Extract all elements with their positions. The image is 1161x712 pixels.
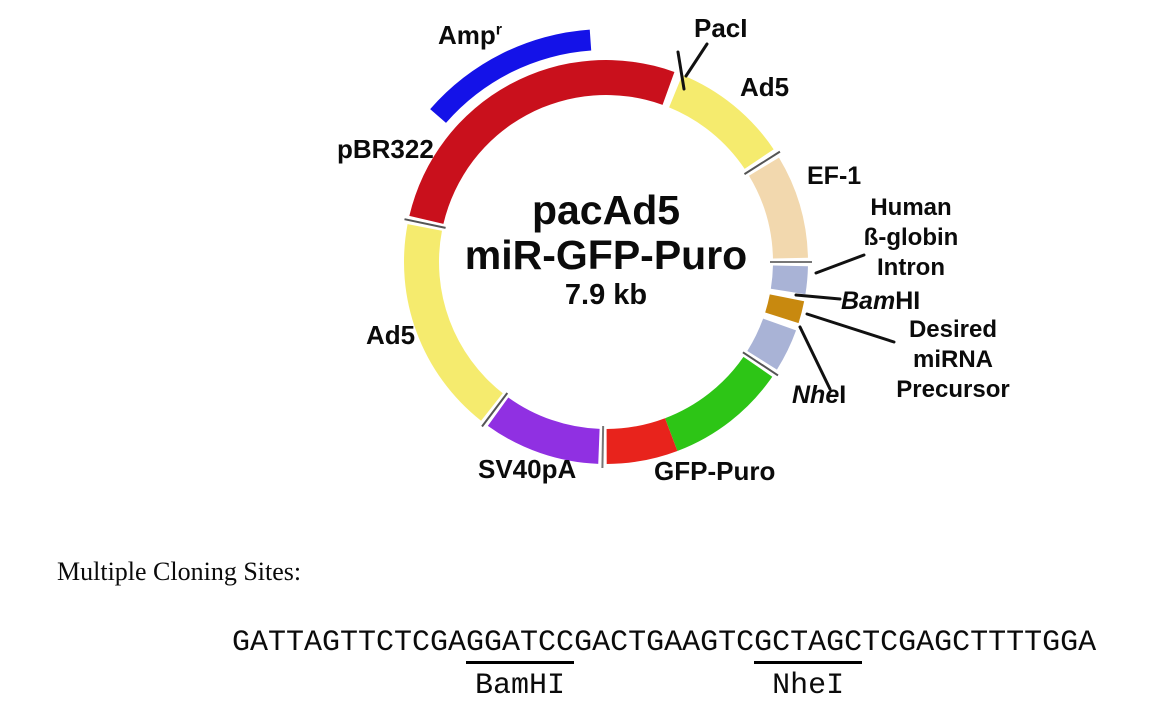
- segment-GFP-Puro: [665, 356, 773, 451]
- ad5-right-label: Ad5: [740, 72, 790, 102]
- segment-Amp-r: [430, 29, 592, 123]
- segment-globin-intron-b: [747, 318, 797, 370]
- mirna-line: [805, 312, 896, 344]
- desired-mirna-precursor-label: Desired miRNA Precursor: [873, 315, 1033, 405]
- mirna-label-line3: Precursor: [896, 376, 1010, 403]
- mirna-label-line2: miRNA: [912, 346, 993, 373]
- ef1-label: EF-1: [807, 162, 862, 190]
- segment-SV40pA: [487, 397, 600, 464]
- intron-line: [814, 253, 866, 275]
- seq-bamhi-site: GGATCC: [466, 626, 575, 664]
- paci-tick: [676, 50, 686, 91]
- junction-tick: [404, 218, 446, 229]
- human-bglobin-intron-label: Human ß-globin Intron: [846, 193, 976, 283]
- nhei-line: [798, 325, 832, 391]
- bamhi-sequence-label: BamHI: [475, 669, 566, 703]
- amp-resistance-label: Ampr: [438, 20, 503, 50]
- plasmid-name-line2: miR-GFP-Puro: [464, 232, 748, 278]
- junction-tick: [742, 351, 779, 377]
- globin-label-line1: Human: [870, 194, 952, 221]
- pbr322-label: pBR322: [337, 134, 434, 164]
- plasmid-map-svg: [404, 29, 896, 468]
- plasmid-name-line1: pacAd5: [531, 187, 681, 233]
- mirna-label-line1: Desired: [908, 316, 998, 343]
- bamhi-site-label: BamHI: [841, 287, 921, 315]
- seq-part-1: GATTAGTTCTCGA: [232, 626, 467, 660]
- paci-line: [684, 42, 709, 78]
- sv40pa-label: SV40pA: [478, 454, 577, 484]
- junction-tick: [481, 392, 509, 428]
- segment-globin-intron-a: [770, 265, 808, 295]
- globin-label-line2: ß-globin: [863, 224, 959, 251]
- site-labels-row: BamHI NheI: [232, 669, 1096, 703]
- plasmid-title: pacAd5 miR-GFP-Puro 7.9 kb: [406, 188, 806, 313]
- segment-red-segment: [606, 418, 678, 464]
- seq-part-3: TCGAGCTTTTGGA: [862, 626, 1097, 660]
- gfp-puro-label: GFP-Puro: [654, 456, 776, 486]
- nhei-site-label: NheI: [792, 381, 847, 409]
- bamhi-line: [794, 293, 842, 301]
- seq-nhei-site: GCTAGC: [754, 626, 863, 664]
- globin-label-line3: Intron: [877, 254, 945, 281]
- plasmid-size: 7.9 kb: [564, 279, 648, 311]
- nhei-sequence-label: NheI: [772, 669, 845, 703]
- segment-pBR322: [409, 59, 675, 224]
- seq-part-2: GACTGAAGTC: [574, 626, 755, 660]
- paci-site-label: PacI: [694, 13, 748, 43]
- segment-Ad5-right: [669, 74, 774, 169]
- segment-Ad5-left: [404, 224, 503, 421]
- mcs-sequence-block: GATTAGTTCTCGAGGATCCGACTGAAGTCGCTAGCTCGAG…: [232, 626, 1096, 703]
- junction-tick: [743, 150, 781, 175]
- segment-EF-1: [748, 157, 808, 259]
- junction-tick: [601, 425, 605, 468]
- dna-sequence: GATTAGTTCTCGAGGATCCGACTGAAGTCGCTAGCTCGAG…: [232, 626, 1096, 664]
- mcs-heading: Multiple Cloning Sites:: [57, 557, 302, 586]
- ad5-left-label: Ad5: [366, 320, 416, 350]
- segment-miRNA-precursor: [765, 294, 805, 324]
